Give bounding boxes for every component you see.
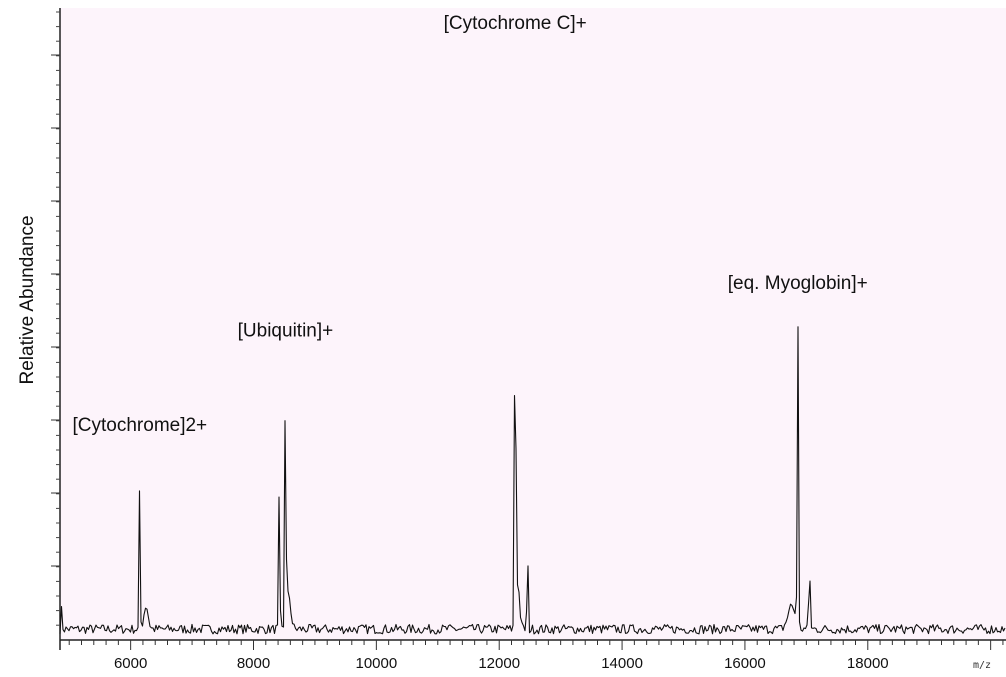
x-tick-label: 16000 [724,655,766,672]
y-axis-label: Relative Abundance [17,215,38,384]
x-tick-label: 12000 [478,655,520,672]
x-axis: 6000 8000 10000 12000 14000 16000 18000 [60,639,1006,672]
x-tick-label: 14000 [601,655,643,672]
y-axis [51,8,61,650]
x-tick-label: 10000 [355,655,397,672]
peak-annotation: [Ubiquitin]+ [238,321,334,342]
x-tick-label: 6000 [114,655,147,672]
peak-annotations: [Cytochrome]2+ [Ubiquitin]+ [Cytochrome C]… [73,13,868,436]
x-tick-label: 18000 [847,655,889,672]
peak-annotation: [Cytochrome]2+ [73,415,208,436]
spectrum-trace [59,326,1006,635]
plot-background [60,8,1006,640]
x-axis-label: m/z [973,660,991,671]
x-tick-label: 8000 [237,655,270,672]
peak-annotation: [eq. Myoglobin]+ [728,273,868,294]
peak-annotation: [Cytochrome C]+ [444,13,587,34]
